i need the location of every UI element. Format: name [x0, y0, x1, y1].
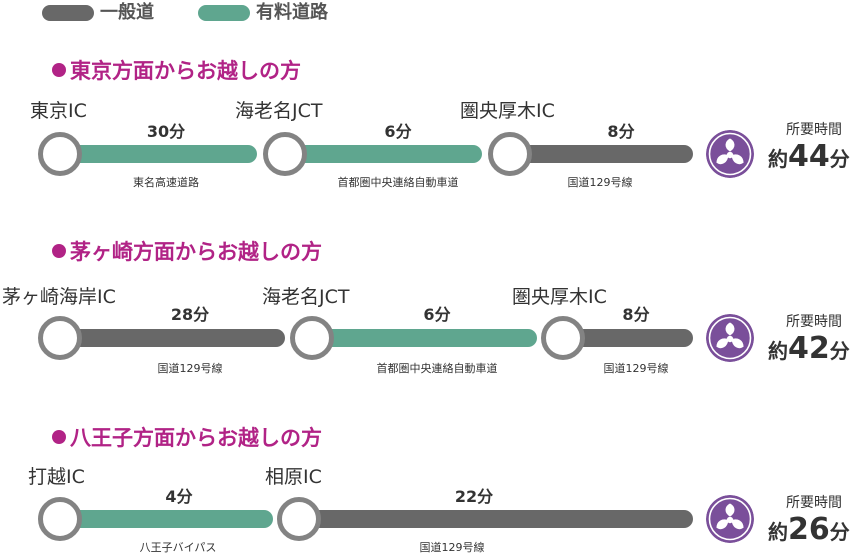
stop-label: 打越IC — [28, 466, 85, 488]
total-time-label: 所要時間 — [786, 314, 842, 330]
legend-general-swatch — [42, 5, 94, 21]
segment-minutes: 6分 — [423, 305, 451, 324]
minutes-suffix: 分 — [829, 339, 850, 363]
total-minutes-number: 42 — [788, 331, 830, 366]
bullet-icon — [52, 63, 66, 77]
segment-minutes: 6分 — [384, 122, 412, 141]
total-time-value: 約42分 — [768, 332, 850, 370]
stop-label: 圏央厚木IC — [512, 286, 607, 308]
total-minutes-number: 26 — [788, 512, 830, 547]
road-name: 国道129号線 — [567, 176, 633, 189]
segment-minutes: 8分 — [607, 122, 635, 141]
road-name: 首都圏中央連絡自動車道 — [337, 176, 459, 189]
road-name: 首都圏中央連絡自動車道 — [376, 362, 498, 375]
segment-minutes: 4分 — [165, 487, 193, 506]
segment-bar-toll — [290, 145, 482, 163]
section-title: 東京方面からお越しの方 — [52, 58, 301, 84]
segment-bar-general — [65, 329, 285, 347]
ic-node — [541, 316, 585, 360]
segment-minutes: 28分 — [170, 305, 210, 324]
ic-node — [38, 316, 82, 360]
ic-node — [488, 132, 532, 176]
segment-bar-toll — [315, 329, 537, 347]
section-title-text: 東京方面からお越しの方 — [70, 59, 301, 83]
approx-prefix: 約 — [768, 147, 788, 171]
segment-bar-general — [515, 145, 693, 163]
road-name: 国道129号線 — [157, 362, 223, 375]
total-minutes-number: 44 — [788, 139, 830, 174]
total-time-value: 約26分 — [768, 513, 850, 551]
stop-label: 茅ヶ崎海岸IC — [2, 286, 116, 308]
road-name: 国道129号線 — [419, 541, 485, 554]
segment-minutes: 30分 — [146, 122, 186, 141]
section-title-text: 八王子方面からお越しの方 — [70, 426, 322, 450]
ic-node — [263, 132, 307, 176]
total-time-label: 所要時間 — [786, 495, 842, 511]
minutes-suffix: 分 — [829, 520, 850, 544]
segment-bar-general — [300, 510, 693, 528]
stop-label: 海老名JCT — [262, 286, 350, 308]
bullet-icon — [52, 244, 66, 258]
stop-label: 圏央厚木IC — [460, 100, 555, 122]
segment-bar-toll — [65, 145, 257, 163]
legend-toll-swatch — [198, 5, 250, 21]
total-time-value: 約44分 — [768, 140, 850, 178]
minutes-suffix: 分 — [829, 147, 850, 171]
segment-minutes: 22分 — [454, 487, 494, 506]
total-time-label: 所要時間 — [786, 122, 842, 138]
ic-node — [277, 497, 321, 541]
ic-node — [290, 316, 334, 360]
road-name: 八王子バイパス — [139, 541, 217, 554]
family-crest-icon — [706, 495, 754, 543]
bullet-icon — [52, 430, 66, 444]
segment-bar-general — [568, 329, 693, 347]
road-name: 国道129号線 — [603, 362, 669, 375]
segment-minutes: 8分 — [622, 305, 650, 324]
section-title-text: 茅ヶ崎方面からお越しの方 — [70, 240, 322, 264]
legend-general-label: 一般道 — [100, 2, 154, 23]
approx-prefix: 約 — [768, 339, 788, 363]
road-name: 東名高速道路 — [133, 176, 199, 189]
family-crest-icon — [706, 314, 754, 362]
section-title: 茅ヶ崎方面からお越しの方 — [52, 239, 322, 265]
section-title: 八王子方面からお越しの方 — [52, 425, 322, 451]
ic-node — [38, 497, 82, 541]
family-crest-icon — [706, 130, 754, 178]
legend-toll-label: 有料道路 — [256, 2, 328, 23]
stop-label: 海老名JCT — [235, 100, 323, 122]
stop-label: 東京IC — [30, 100, 87, 122]
segment-bar-toll — [65, 510, 273, 528]
stop-label: 相原IC — [265, 466, 322, 488]
ic-node — [38, 132, 82, 176]
approx-prefix: 約 — [768, 520, 788, 544]
